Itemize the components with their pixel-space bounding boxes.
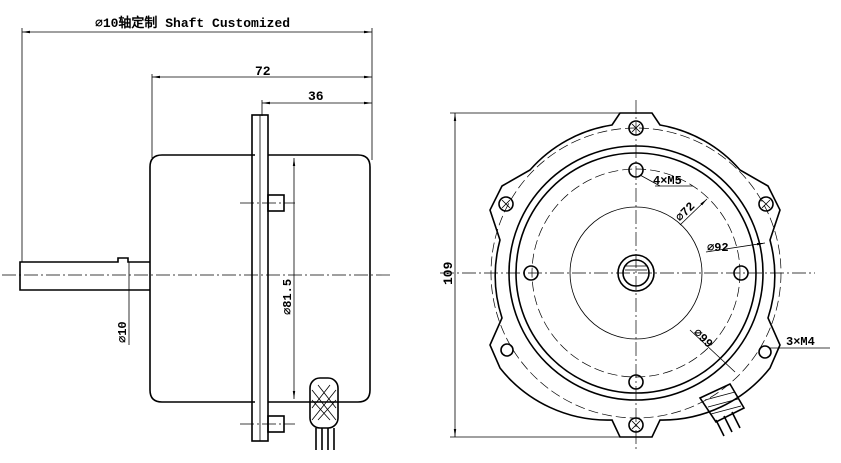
inner-ring xyxy=(515,152,757,394)
title-label: ⌀10轴定制 Shaft Customized xyxy=(95,15,290,31)
tab-screws xyxy=(498,120,774,433)
dim-109-label: 109 xyxy=(441,261,456,285)
side-view: ⌀10轴定制 Shaft Customized 72 36 ⌀10 ⌀81.5 xyxy=(2,15,390,450)
dim-shaft-dia-label: ⌀10 xyxy=(116,321,130,343)
motor-body-rear xyxy=(149,154,255,403)
cable-bundle xyxy=(309,377,339,450)
outer-ring xyxy=(508,145,764,401)
m4-label: 3×M4 xyxy=(786,335,815,349)
dim-36-label: 36 xyxy=(308,89,324,104)
dim-72-label: 72 xyxy=(255,64,271,79)
m5-holes xyxy=(523,162,749,390)
shaft xyxy=(19,257,150,291)
center-boss xyxy=(569,206,703,340)
front-view: 109 4×M5 ⌀72 ⌀92 ⌀99 3×M4 xyxy=(440,100,830,450)
front-cable-bundle xyxy=(698,382,746,437)
dim-body-dia-label: ⌀81.5 xyxy=(281,279,295,315)
m5-label: 4×M5 xyxy=(653,174,682,188)
motor-body-front xyxy=(268,154,371,403)
housing-outline xyxy=(489,112,781,438)
dim-99-dia-label: ⌀99 xyxy=(690,326,715,351)
shaft-end xyxy=(617,254,655,292)
dim-92-dia-label: ⌀92 xyxy=(707,241,729,255)
m4-holes xyxy=(500,343,772,359)
